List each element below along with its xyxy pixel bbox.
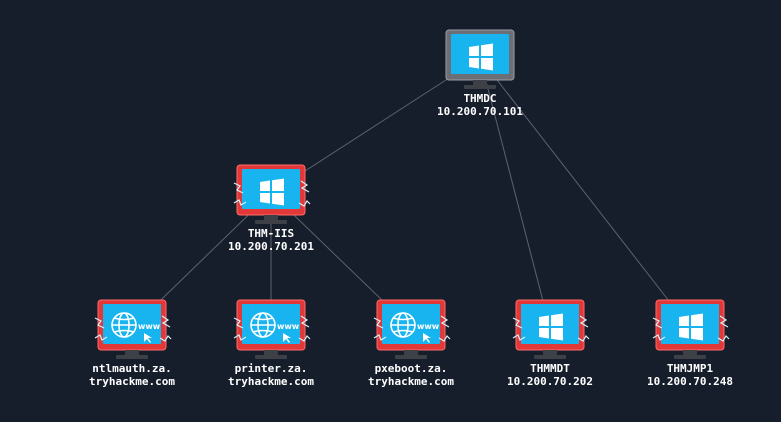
windows-logo-icon: [679, 313, 703, 341]
node-name: THMMDT: [530, 362, 570, 375]
node-ip: tryhackme.com: [367, 375, 455, 388]
monitor-icon: [445, 29, 515, 89]
node-name: pxeboot.za.: [374, 362, 448, 375]
node-thmmdt[interactable]: THMMDT 10.200.70.202: [480, 298, 620, 388]
node-ip: 10.200.70.201: [227, 240, 315, 253]
lightning-icon: [94, 315, 172, 342]
node-thm-iis[interactable]: THM-IIS 10.200.70.201: [201, 163, 341, 253]
link-thmdc-thmjmp1: [479, 57, 691, 329]
node-name: printer.za.: [234, 362, 308, 375]
monitor-icon: www: [373, 299, 451, 359]
node-printer[interactable]: www printer.za. tryhackme.com: [201, 298, 341, 388]
node-label: THMJMP1 10.200.70.248: [620, 362, 760, 388]
monitor-icon: [512, 299, 590, 359]
node-ip: 10.200.70.101: [436, 105, 524, 118]
link-thmdc-thmmdt: [479, 57, 551, 329]
node-label: THMDC 10.200.70.101: [410, 92, 550, 118]
node-label: THM-IIS 10.200.70.201: [201, 227, 341, 253]
node-thmjmp1[interactable]: THMJMP1 10.200.70.248: [620, 298, 760, 388]
node-label: printer.za. tryhackme.com: [201, 362, 341, 388]
lightning-icon: [652, 315, 730, 342]
monitor-icon: www: [233, 299, 311, 359]
node-name: THMJMP1: [666, 362, 714, 375]
node-label: ntlmauth.za. tryhackme.com: [62, 362, 202, 388]
node-ip: 10.200.70.248: [646, 375, 734, 388]
node-name: ntlmauth.za.: [92, 362, 172, 375]
www-globe-icon: [111, 312, 137, 338]
monitor-icon: [233, 164, 311, 224]
lightning-icon: [233, 315, 311, 342]
node-name: THMDC: [463, 92, 497, 105]
monitor-icon: www: [94, 299, 172, 359]
www-globe-icon: [390, 312, 416, 338]
svg-text:www: www: [138, 322, 161, 331]
node-ip: tryhackme.com: [88, 375, 176, 388]
link-thmdc-thm-iis: [270, 57, 481, 194]
node-label: pxeboot.za. tryhackme.com: [341, 362, 481, 388]
lightning-icon: [512, 315, 590, 342]
node-label: THMMDT 10.200.70.202: [480, 362, 620, 388]
node-name: THM-IIS: [247, 227, 295, 240]
monitor-icon: [652, 299, 730, 359]
windows-logo-icon: [469, 43, 493, 71]
windows-logo-icon: [539, 313, 563, 341]
lightning-icon: [233, 180, 311, 207]
node-ip: 10.200.70.202: [506, 375, 594, 388]
node-ntlmauth[interactable]: www ntlmauth.za. tryhackme.com: [62, 298, 202, 388]
node-thmdc[interactable]: THMDC 10.200.70.101: [410, 28, 550, 118]
node-pxeboot[interactable]: www pxeboot.za. tryhackme.com: [341, 298, 481, 388]
windows-logo-icon: [260, 178, 284, 206]
svg-text:www: www: [277, 322, 300, 331]
lightning-icon: [373, 315, 451, 342]
svg-text:www: www: [417, 322, 440, 331]
node-ip: tryhackme.com: [227, 375, 315, 388]
www-globe-icon: [250, 312, 276, 338]
